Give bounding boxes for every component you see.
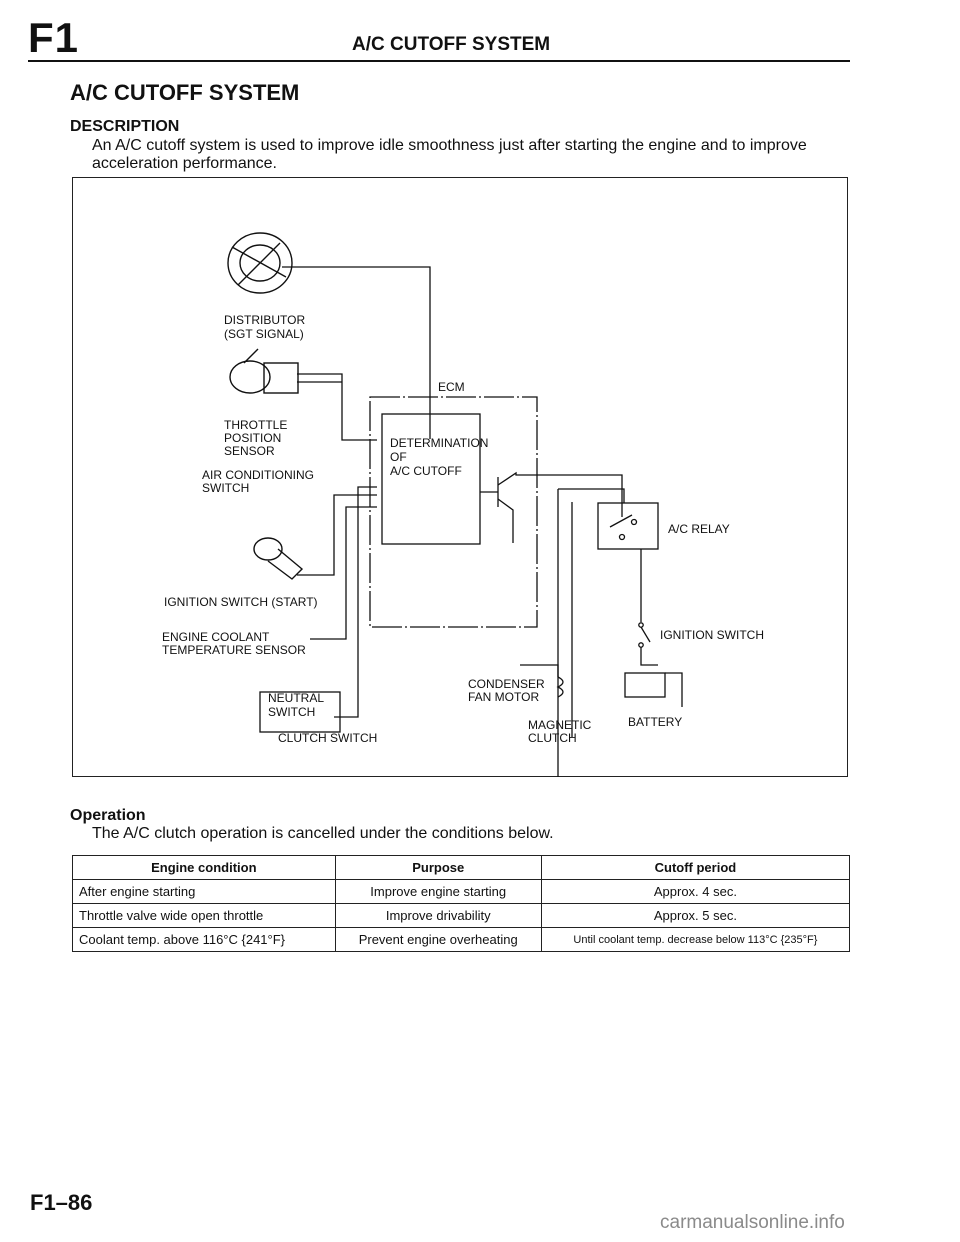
label-determination-3: A/C CUTOFF	[390, 464, 462, 478]
label-distributor: DISTRIBUTOR	[224, 313, 305, 327]
page-number: F1–86	[30, 1190, 93, 1215]
column-header: Purpose	[334, 855, 542, 880]
label-tps-2: POSITION	[224, 431, 281, 445]
label-ignition-switch: IGNITION SWITCH	[660, 628, 764, 642]
label-condenser-1: CONDENSER	[468, 677, 545, 691]
label-ect-1: ENGINE COOLANT	[162, 630, 270, 644]
label-condenser-2: FAN MOTOR	[468, 690, 539, 704]
label-neutral-2: SWITCH	[268, 705, 315, 719]
label-ect-2: TEMPERATURE SENSOR	[162, 643, 306, 657]
label-ac-switch-2: SWITCH	[202, 481, 249, 495]
label-magnetic-2: CLUTCH	[528, 731, 577, 745]
table-cell: Approx. 5 sec.	[540, 903, 851, 928]
description-body: An A/C cutoff system is used to improve …	[92, 137, 807, 172]
operation-body: The A/C clutch operation is cancelled un…	[92, 825, 554, 842]
label-tps-1: THROTTLE	[224, 418, 287, 432]
label-distributor-signal: (SGT SIGNAL)	[224, 327, 304, 341]
table-cell: Improve engine starting	[334, 879, 542, 904]
table-row: After engine starting Improve engine sta…	[72, 879, 851, 904]
column-header: Engine condition	[72, 855, 336, 880]
table-cell: Approx. 4 sec.	[540, 879, 851, 904]
table-cell: Throttle valve wide open throttle	[72, 903, 336, 928]
table-cell: Coolant temp. above 116°C {241°F}	[72, 927, 336, 952]
label-magnetic-1: MAGNETIC	[528, 718, 592, 732]
label-tps-3: SENSOR	[224, 444, 275, 458]
label-neutral-1: NEUTRAL	[268, 691, 324, 705]
throttle-position-sensor-icon	[229, 348, 299, 394]
label-ac-relay: A/C RELAY	[668, 522, 730, 536]
diagram-frame	[72, 177, 848, 777]
label-clutch-switch: CLUTCH SWITCH	[278, 731, 377, 745]
column-header: Cutoff period	[540, 855, 851, 880]
description-heading: DESCRIPTION	[70, 118, 180, 135]
section-code: F1	[28, 14, 80, 61]
table-cell: Improve drivability	[334, 903, 542, 928]
table-row: Throttle valve wide open throttle Improv…	[72, 903, 851, 928]
label-ecm: ECM	[438, 380, 465, 394]
label-determination-2: OF	[390, 450, 407, 464]
header-rule	[28, 60, 850, 62]
table-header-row: Engine condition Purpose Cutoff period	[72, 855, 851, 880]
table-cell: Prevent engine overheating	[334, 927, 542, 952]
label-ignition-start: IGNITION SWITCH (START)	[164, 595, 318, 609]
wiring-diagram: ECM DETERMINATION OF A/C CUTOFF DISTRIBU…	[162, 232, 764, 777]
operation-heading: Operation	[70, 807, 146, 824]
table-cell: Until coolant temp. decrease below 113°C…	[540, 927, 851, 952]
page-header-title: A/C CUTOFF SYSTEM	[352, 34, 551, 55]
label-ac-switch-1: AIR CONDITIONING	[202, 468, 314, 482]
section-heading: A/C CUTOFF SYSTEM	[70, 80, 300, 105]
label-battery: BATTERY	[628, 715, 682, 729]
watermark: carmanualsonline.info	[660, 1212, 845, 1233]
table-cell: After engine starting	[72, 879, 336, 904]
table-row: Coolant temp. above 116°C {241°F} Preven…	[72, 927, 851, 952]
label-determination-1: DETERMINATION	[390, 436, 488, 450]
cutoff-conditions-table: Engine condition Purpose Cutoff period A…	[72, 855, 851, 952]
distributor-icon	[227, 232, 293, 294]
ignition-switch-start-icon	[253, 537, 304, 580]
